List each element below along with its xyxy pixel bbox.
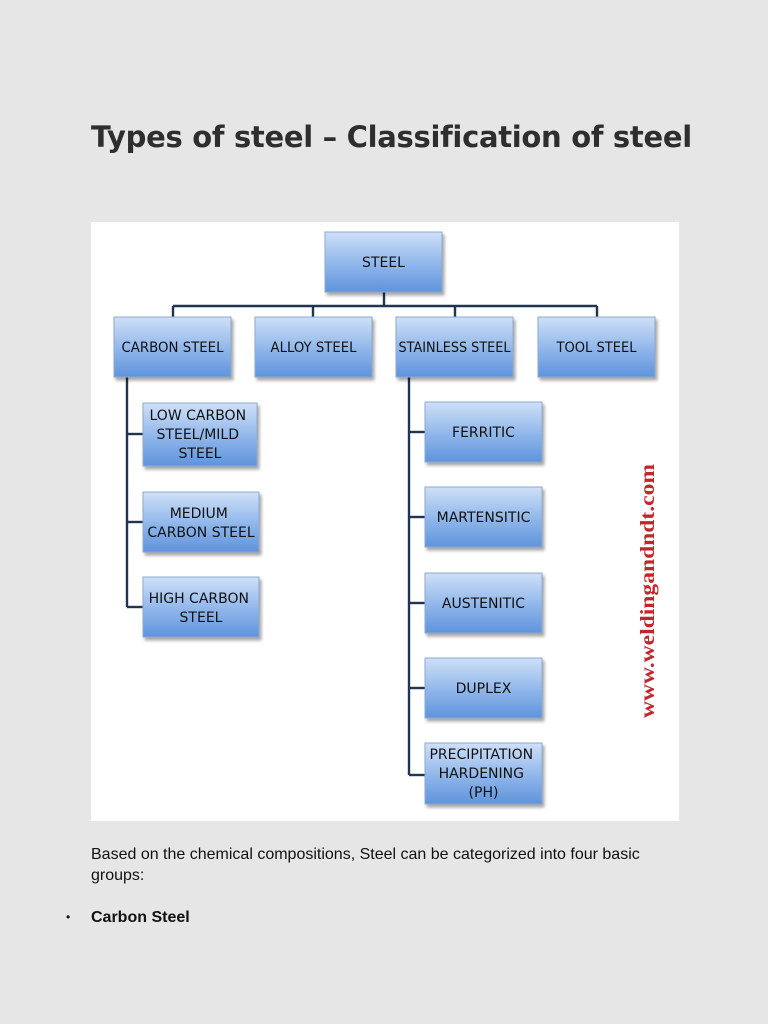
low-carbon-line-1: LOW CARBON	[150, 408, 247, 424]
medium-carbon-steel-label: MEDIUM CARBON STEEL	[147, 506, 255, 541]
alloy-steel-label: ALLOY STEEL	[271, 340, 357, 356]
low-carbon-steel-label: LOW CARBON STEEL/MILD STEEL	[150, 408, 251, 462]
martensitic-node	[424, 486, 543, 548]
duplex-node	[424, 657, 543, 719]
intro-paragraph: Based on the chemical compositions, Stee…	[91, 846, 640, 884]
low-carbon-line-3: STEEL	[179, 446, 222, 462]
list-item: • Carbon Steel	[0, 907, 190, 928]
duplex-label: DUPLEX	[456, 681, 512, 697]
stainless-steel-label: STAINLESS STEEL	[399, 340, 511, 356]
diagram-canvas: STEEL CARBON STEEL ALLOY STEEL STAINLESS…	[113, 231, 659, 805]
connector-lines	[125, 292, 599, 777]
steel-root-node	[324, 231, 443, 293]
ph-line-1: PRECIPITATION	[429, 747, 533, 763]
bullet-icon: •	[66, 910, 71, 924]
precipitation-hardening-label: PRECIPITATION HARDENING (PH)	[429, 747, 537, 801]
carbon-steel-node	[113, 316, 232, 378]
ph-line-3: (PH)	[469, 785, 499, 801]
steel-groups-list: • Carbon Steel	[0, 907, 190, 928]
austenitic-label: AUSTENITIC	[442, 596, 525, 612]
ferritic-node	[424, 401, 543, 463]
medium-carbon-line-1: MEDIUM	[170, 506, 228, 522]
martensitic-label: MARTENSITIC	[437, 510, 531, 526]
tool-steel-node	[537, 316, 656, 378]
austenitic-node	[424, 572, 543, 634]
high-carbon-line-1: HIGH CARBON	[149, 591, 249, 607]
website-watermark: www.weldingandndt.com	[637, 464, 659, 718]
stainless-steel-node	[395, 316, 514, 378]
page-title: Types of steel – Classification of steel	[91, 120, 692, 154]
carbon-steel-label: CARBON STEEL	[122, 340, 224, 356]
tool-steel-label: TOOL STEEL	[556, 340, 637, 356]
alloy-steel-node	[254, 316, 373, 378]
high-carbon-line-2: STEEL	[180, 610, 223, 626]
precipitation-hardening-node	[424, 742, 543, 805]
list-item-label: Carbon Steel	[91, 909, 190, 926]
medium-carbon-line-2: CARBON STEEL	[147, 525, 255, 541]
steel-root-label: STEEL	[362, 255, 405, 271]
high-carbon-steel-node	[142, 576, 260, 638]
ph-line-2: HARDENING	[439, 766, 524, 782]
steel-classification-diagram: STEEL CARBON STEEL ALLOY STEEL STAINLESS…	[91, 222, 679, 821]
low-carbon-steel-node	[142, 402, 258, 467]
medium-carbon-steel-node	[142, 491, 260, 553]
ferritic-label: FERRITIC	[452, 425, 515, 441]
low-carbon-line-2: STEEL/MILD	[157, 427, 239, 443]
high-carbon-steel-label: HIGH CARBON STEEL	[149, 591, 254, 626]
